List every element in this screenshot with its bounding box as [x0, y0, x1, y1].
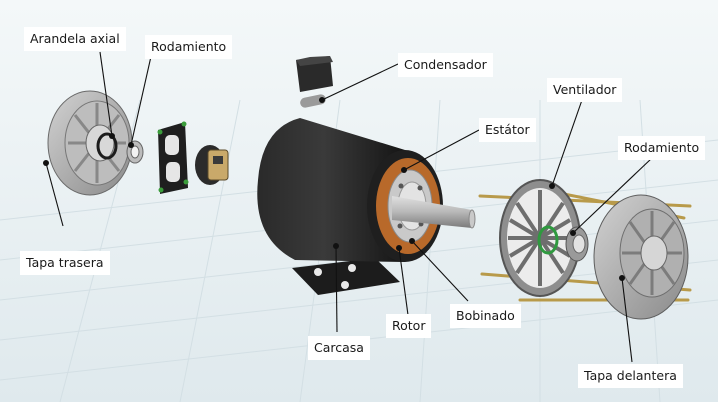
leader-lines: [45, 51, 653, 363]
label-condensador: Condensador: [398, 53, 493, 77]
label-estator: Estátor: [479, 118, 536, 142]
capacitor: [296, 56, 333, 108]
label-rodamiento-trasero: Rodamiento: [145, 35, 233, 59]
label-rodamiento-delantero: Rodamiento: [618, 136, 706, 160]
leader-dots: [43, 97, 625, 281]
label-ventilador: Ventilador: [547, 78, 623, 102]
front-bearing: [565, 226, 589, 262]
rear-cover: [47, 90, 133, 196]
label-tapa-trasera: Tapa trasera: [20, 251, 110, 275]
label-rotor: Rotor: [386, 314, 432, 338]
centrifugal-switch: [195, 145, 229, 185]
label-arandela-axial: Arandela axial: [24, 27, 126, 51]
bracket-plate: [157, 121, 189, 194]
housing-base: [292, 258, 400, 295]
rotor-shaft: [392, 196, 476, 229]
fan: [499, 179, 581, 297]
front-cover: [593, 194, 689, 320]
label-tapa-delantera: Tapa delantera: [578, 364, 683, 388]
label-carcasa: Carcasa: [308, 336, 370, 360]
label-bobinado: Bobinado: [450, 304, 521, 328]
